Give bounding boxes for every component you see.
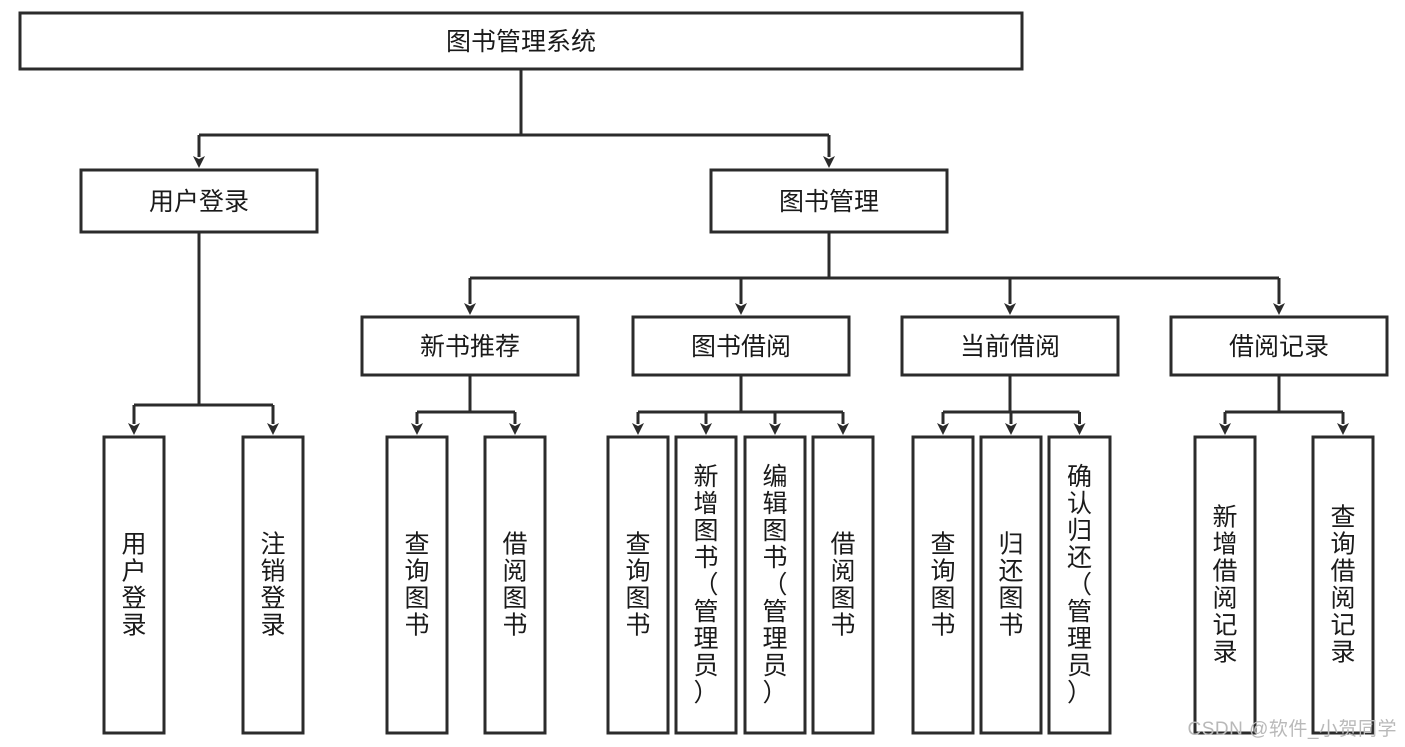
- node-new-book-recommend-label: 新书推荐: [420, 333, 520, 361]
- node-leaf-borrow-book-2-box[interactable]: [811, 435, 875, 735]
- node-leaf-query-book-3-label: 查询图书: [930, 531, 955, 640]
- node-borrow-record[interactable]: 借阅记录: [1169, 315, 1389, 377]
- node-leaf-borrow-book-1[interactable]: 借阅图书: [483, 435, 547, 735]
- node-leaf-add-borrow-record-label: 新增借阅记录: [1212, 504, 1237, 667]
- connector-layer: [128, 69, 1349, 435]
- node-leaf-user-login-label: 用户登录: [121, 531, 146, 640]
- node-current-borrow[interactable]: 当前借阅: [900, 315, 1120, 377]
- node-leaf-edit-book[interactable]: 编辑图书（管理员）: [743, 435, 807, 735]
- node-root-system[interactable]: 图书管理系统: [18, 11, 1024, 71]
- node-leaf-query-borrow-record-box[interactable]: [1311, 435, 1375, 735]
- node-leaf-query-book-2[interactable]: 查询图书: [606, 435, 670, 735]
- node-leaf-return-book-label: 归还图书: [998, 531, 1023, 640]
- node-leaf-confirm-return-label: 确认归还（管理员）: [1067, 463, 1092, 707]
- node-leaf-borrow-book-2[interactable]: 借阅图书: [811, 435, 875, 735]
- node-book-borrow-box[interactable]: [631, 315, 851, 377]
- node-leaf-query-borrow-record[interactable]: 查询借阅记录: [1311, 435, 1375, 735]
- node-borrow-record-box[interactable]: [1169, 315, 1389, 377]
- node-book-borrow-label: 图书借阅: [691, 333, 791, 361]
- node-leaf-add-book[interactable]: 新增图书（管理员）: [674, 435, 738, 735]
- node-leaf-confirm-return-box[interactable]: [1047, 435, 1112, 735]
- node-leaf-edit-book-label: 编辑图书（管理员）: [762, 463, 787, 707]
- node-leaf-borrow-book-2-label: 借阅图书: [830, 531, 855, 640]
- node-leaf-borrow-book-1-box[interactable]: [483, 435, 547, 735]
- node-leaf-return-book[interactable]: 归还图书: [979, 435, 1043, 735]
- node-layer: 图书管理系统用户登录图书管理新书推荐图书借阅当前借阅借阅记录用户登录注销登录查询…: [18, 11, 1389, 735]
- node-leaf-borrow-book-1-label: 借阅图书: [502, 531, 527, 640]
- node-new-book-recommend[interactable]: 新书推荐: [360, 315, 580, 377]
- node-leaf-query-borrow-record-label: 查询借阅记录: [1330, 504, 1355, 667]
- node-leaf-query-book-2-label: 查询图书: [625, 531, 650, 640]
- node-leaf-user-login-box[interactable]: [102, 435, 166, 735]
- node-current-borrow-label: 当前借阅: [960, 333, 1060, 361]
- node-leaf-logout-login-box[interactable]: [241, 435, 305, 735]
- node-book-manage-label: 图书管理: [779, 188, 879, 216]
- node-leaf-user-login[interactable]: 用户登录: [102, 435, 166, 735]
- node-root-system-label: 图书管理系统: [446, 28, 596, 56]
- node-root-system-box[interactable]: [18, 11, 1024, 71]
- node-leaf-logout-login-label: 注销登录: [260, 531, 285, 640]
- node-user-login[interactable]: 用户登录: [79, 168, 319, 234]
- node-leaf-query-book-1-label: 查询图书: [404, 531, 429, 640]
- node-leaf-add-borrow-record[interactable]: 新增借阅记录: [1193, 435, 1257, 735]
- node-borrow-record-label: 借阅记录: [1229, 333, 1329, 361]
- node-leaf-query-book-3-box[interactable]: [911, 435, 975, 735]
- node-leaf-return-book-box[interactable]: [979, 435, 1043, 735]
- node-leaf-query-book-1-box[interactable]: [385, 435, 449, 735]
- node-leaf-add-borrow-record-box[interactable]: [1193, 435, 1257, 735]
- node-book-manage-box[interactable]: [709, 168, 949, 234]
- node-leaf-add-book-label: 新增图书（管理员）: [693, 463, 718, 707]
- node-leaf-query-book-2-box[interactable]: [606, 435, 670, 735]
- node-user-login-box[interactable]: [79, 168, 319, 234]
- node-book-manage[interactable]: 图书管理: [709, 168, 949, 234]
- node-leaf-confirm-return[interactable]: 确认归还（管理员）: [1047, 435, 1112, 735]
- node-leaf-query-book-1[interactable]: 查询图书: [385, 435, 449, 735]
- node-book-borrow[interactable]: 图书借阅: [631, 315, 851, 377]
- node-user-login-label: 用户登录: [149, 188, 249, 216]
- node-leaf-edit-book-box[interactable]: [743, 435, 807, 735]
- node-leaf-add-book-box[interactable]: [674, 435, 738, 735]
- node-current-borrow-box[interactable]: [900, 315, 1120, 377]
- node-new-book-recommend-box[interactable]: [360, 315, 580, 377]
- node-leaf-query-book-3[interactable]: 查询图书: [911, 435, 975, 735]
- node-leaf-logout-login[interactable]: 注销登录: [241, 435, 305, 735]
